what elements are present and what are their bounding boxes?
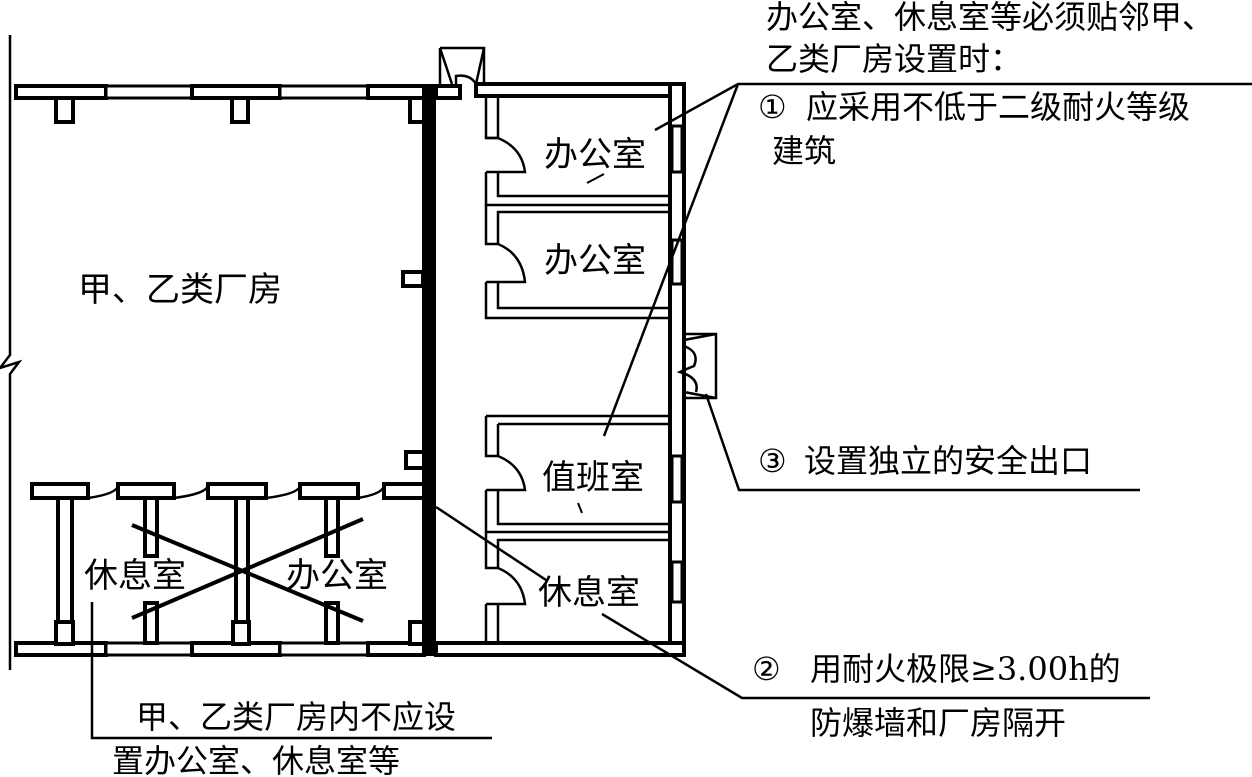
blast-wall [422,86,436,656]
note2-line2: 防爆墙和厂房隔开 [810,704,1066,742]
note3-number: ③ [758,442,787,480]
leader-line-note2 [435,505,1150,700]
room-label-office-2: 办公室 [544,241,646,281]
note2-line1: 用耐火极限≥3.00h的 [810,650,1121,688]
room-label-rest: 休息室 [538,573,640,613]
cross-out-line [131,523,364,623]
leader-line-duty-tick [586,173,605,184]
break-line-left [0,35,23,670]
note1-line1: 应采用不低于二级耐火等级 [806,88,1190,126]
top-exit [438,46,486,86]
leader-line-note3 [704,393,1140,492]
room-label-office-prohibited: 办公室 [286,556,388,596]
factory-top-wall [14,84,460,124]
wall-stub [401,270,425,288]
room-rest [484,532,670,643]
room-label-duty: 值班室 [542,458,644,498]
note-bottom-line1: 甲、乙类厂房内不应设 [136,698,456,736]
tick-mark [577,502,583,514]
note1-number: ① [758,88,787,126]
note-bottom-line2: 置办公室、休息室等 [112,742,400,777]
note-header-line1: 办公室、休息室等必须贴邻甲、 [766,0,1214,36]
wall-stub [404,450,426,470]
room-label-office-1: 办公室 [544,135,646,175]
note2-number: ② [752,650,781,688]
factory-label: 甲、乙类厂房 [78,270,282,310]
side-exit [676,332,718,400]
cross-out-line [131,517,364,620]
prohibited-rooms-walls [30,482,426,646]
note-header-line2: 乙类厂房设置时： [766,40,1022,78]
annex-structure [434,82,686,657]
note3-line1: 设置独立的安全出口 [804,442,1092,480]
note1-line2: 建筑 [772,132,836,170]
room-office-2 [484,205,670,320]
room-office-1 [484,96,670,207]
leader-line-note1 [602,83,740,437]
factory-bottom-wall [14,641,426,657]
room-label-rest-prohibited: 休息室 [84,556,186,596]
leader-line-bottom [90,602,492,740]
